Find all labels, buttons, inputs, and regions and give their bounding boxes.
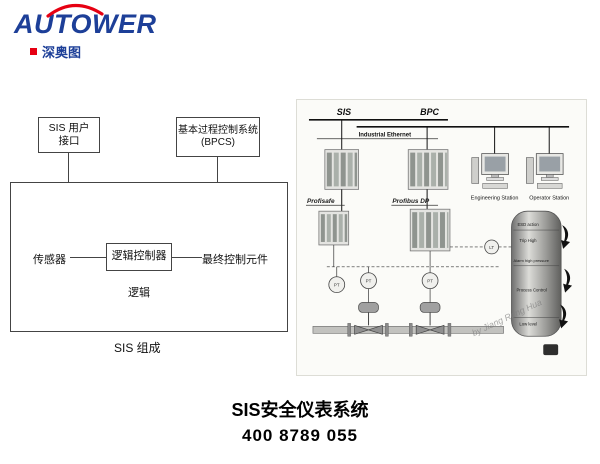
- plc-rack-icon: [324, 149, 360, 190]
- pointer-arrow-icon: [559, 225, 573, 329]
- vessel-icon: [511, 210, 562, 337]
- logo-red-square-icon: [30, 48, 37, 56]
- plc-rack-icon: [318, 210, 350, 246]
- svg-text:PT: PT: [366, 279, 372, 284]
- plc-rack-icon: [407, 149, 449, 190]
- pipe-flanges: [347, 323, 452, 337]
- user-interface-line1: SIS 用户: [48, 121, 90, 134]
- user-interface-box: SIS 用户 接口: [38, 117, 100, 153]
- bus-drop-lines: [341, 119, 550, 154]
- svg-text:LT: LT: [489, 245, 494, 250]
- sensor-label: 传感器: [33, 254, 66, 266]
- logic-controller-box: 逻辑控制器: [106, 243, 172, 271]
- sis-system-figure: SIS BPC Industrial Ethernet: [296, 99, 587, 376]
- svg-text:PT: PT: [334, 283, 340, 288]
- dark-block: [543, 344, 559, 356]
- operator-station-label: Operator Station: [529, 195, 569, 201]
- logo: AUTOWER 深奥图: [14, 3, 157, 61]
- system-figure-svg: SIS BPC Industrial Ethernet: [305, 107, 573, 356]
- svg-text:PT: PT: [427, 279, 433, 284]
- plc-rack-icon: [409, 208, 451, 252]
- connector-line: [217, 157, 218, 182]
- vessel-labels: ESD action Trip High Alarm high pressure…: [513, 222, 549, 326]
- logo-chinese-text: 深奥图: [42, 45, 82, 61]
- svg-text:Process Control: Process Control: [516, 288, 546, 293]
- logo-brand: AUTOWER: [14, 3, 157, 39]
- industrial-ethernet-label: Industrial Ethernet: [359, 133, 411, 139]
- field-signal-lines: [326, 244, 512, 303]
- diagram-caption: SIS 组成: [114, 341, 161, 355]
- control-valve-icon: [415, 302, 445, 335]
- transmitter-icon: PT: [360, 272, 377, 290]
- transmitter-icon: PT: [328, 276, 346, 293]
- vessel-level-lines: [513, 229, 560, 318]
- svg-text:Trip High: Trip High: [519, 238, 537, 243]
- pipe: [312, 326, 504, 334]
- workstation-icon: [526, 153, 564, 189]
- connector-line: [68, 153, 69, 182]
- bpc-network-label: BPC: [420, 107, 439, 117]
- final-element-label: 最终控制元件: [202, 254, 268, 266]
- connector-line: [70, 257, 106, 258]
- user-interface-line2: 接口: [58, 135, 80, 147]
- logic-label: 逻辑: [128, 287, 150, 299]
- sis-network-label: SIS: [337, 107, 351, 117]
- control-valve-icon: [354, 302, 383, 335]
- logo-brand-text: AUTOWER: [14, 9, 157, 39]
- transmitter-icon: LT: [484, 239, 499, 255]
- page-title: SIS安全仪表系统: [231, 400, 369, 420]
- logo-swoosh-icon: [46, 3, 104, 18]
- transmitter-icon: PT: [421, 272, 439, 290]
- logo-chinese: 深奥图: [30, 42, 157, 61]
- svg-text:Low level: Low level: [519, 321, 537, 326]
- engineering-station-label: Engineering Station: [471, 195, 519, 201]
- bpcs-box: 基本过程控制系统 (BPCS): [176, 117, 260, 157]
- phone-number: 400 8789 055: [242, 426, 358, 445]
- profibus-dp-label: Profibus DP: [392, 198, 430, 205]
- connector-line: [172, 257, 202, 258]
- bpcs-line2: (BPCS): [201, 137, 235, 148]
- svg-text:ESD action: ESD action: [517, 222, 539, 227]
- bpcs-line1: 基本过程控制系统: [178, 124, 258, 136]
- profisafe-label: Profisafe: [307, 198, 335, 205]
- svg-text:Alarm high pressure: Alarm high pressure: [513, 258, 549, 263]
- workstation-icon: [471, 153, 509, 189]
